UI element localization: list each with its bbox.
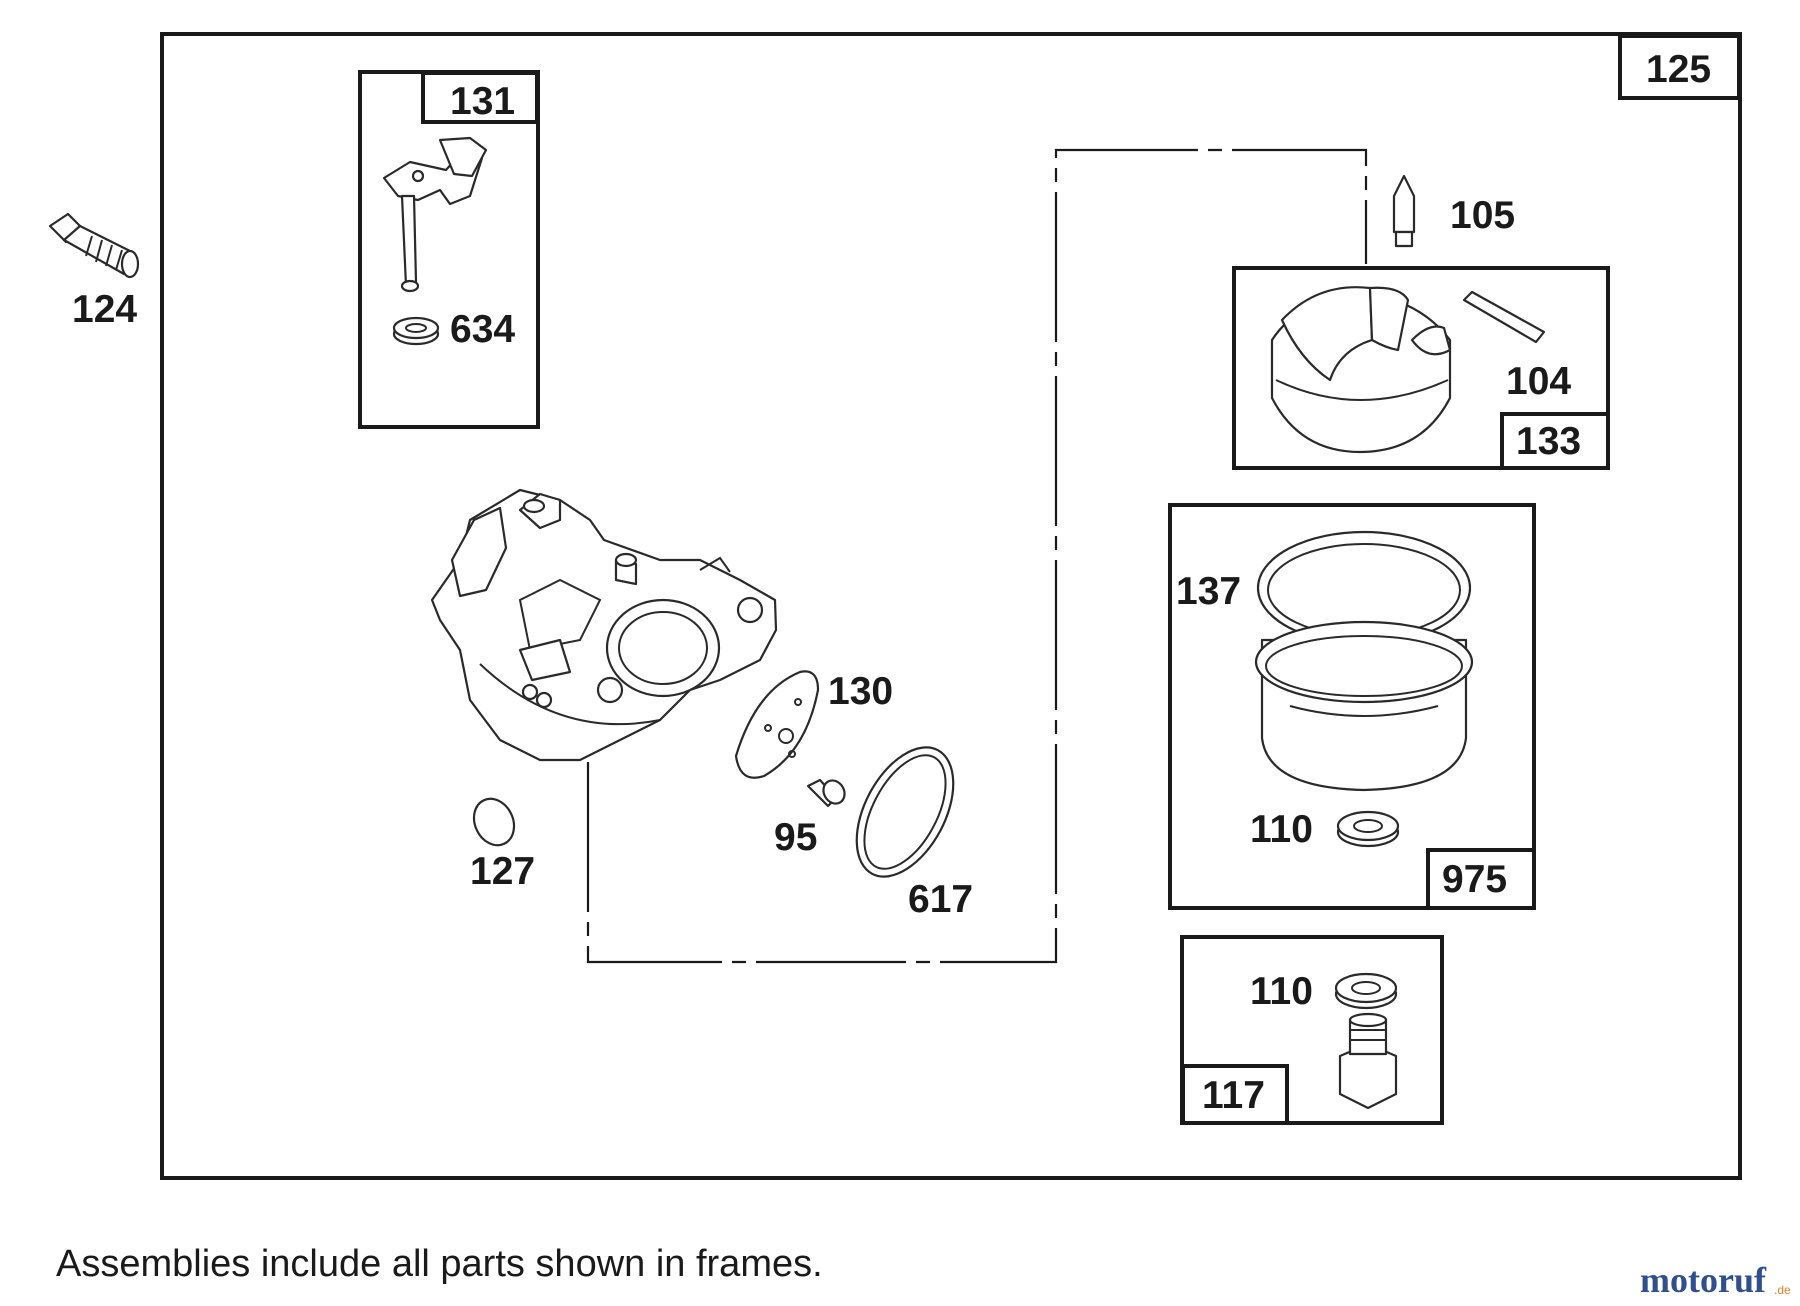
part-label-110-bowl: 110 [1250, 808, 1313, 851]
part-label-105: 105 [1450, 194, 1515, 237]
needle-105: 105 [1392, 174, 1515, 248]
gasket-617: 617 [855, 746, 973, 921]
welch-plug-127: 127 [470, 797, 535, 893]
part-label-130: 130 [828, 670, 893, 713]
assembly-frame-131: 131 634 [358, 70, 540, 429]
part-label-117: 117 [1202, 1074, 1265, 1117]
part-label-124: 124 [72, 288, 137, 331]
assembly-frame-133: 133 104 [1232, 266, 1610, 470]
screw-124: 124 [48, 212, 140, 331]
assembly-frame-975: 975 137 110 [1168, 503, 1536, 910]
part-label-634: 634 [450, 308, 515, 351]
part-label-137: 137 [1176, 570, 1241, 613]
leader-lines [586, 148, 1368, 964]
watermark-logo: motoruf .de [1640, 1260, 1791, 1300]
watermark-brand: motoruf [1640, 1260, 1767, 1300]
screw-95: 95 [774, 778, 846, 859]
part-label-131: 131 [450, 80, 515, 123]
part-label-133: 133 [1516, 420, 1581, 463]
watermark-tld: .de [1774, 1283, 1791, 1297]
part-label-617: 617 [908, 878, 973, 921]
part-label-110-nut: 110 [1250, 970, 1313, 1013]
part-label-104: 104 [1506, 360, 1571, 403]
part-label-95: 95 [774, 816, 817, 859]
part-label-975: 975 [1442, 858, 1507, 901]
part-label-127: 127 [470, 850, 535, 893]
assembly-frame-117: 117 110 [1180, 935, 1444, 1125]
part-label-125: 125 [1646, 48, 1711, 91]
assembly-frame-125: 125 [160, 32, 1742, 1180]
restrictor-130: 130 [734, 670, 893, 779]
carburetor-body [430, 488, 778, 762]
caption-note: Assemblies include all parts shown in fr… [56, 1243, 823, 1285]
